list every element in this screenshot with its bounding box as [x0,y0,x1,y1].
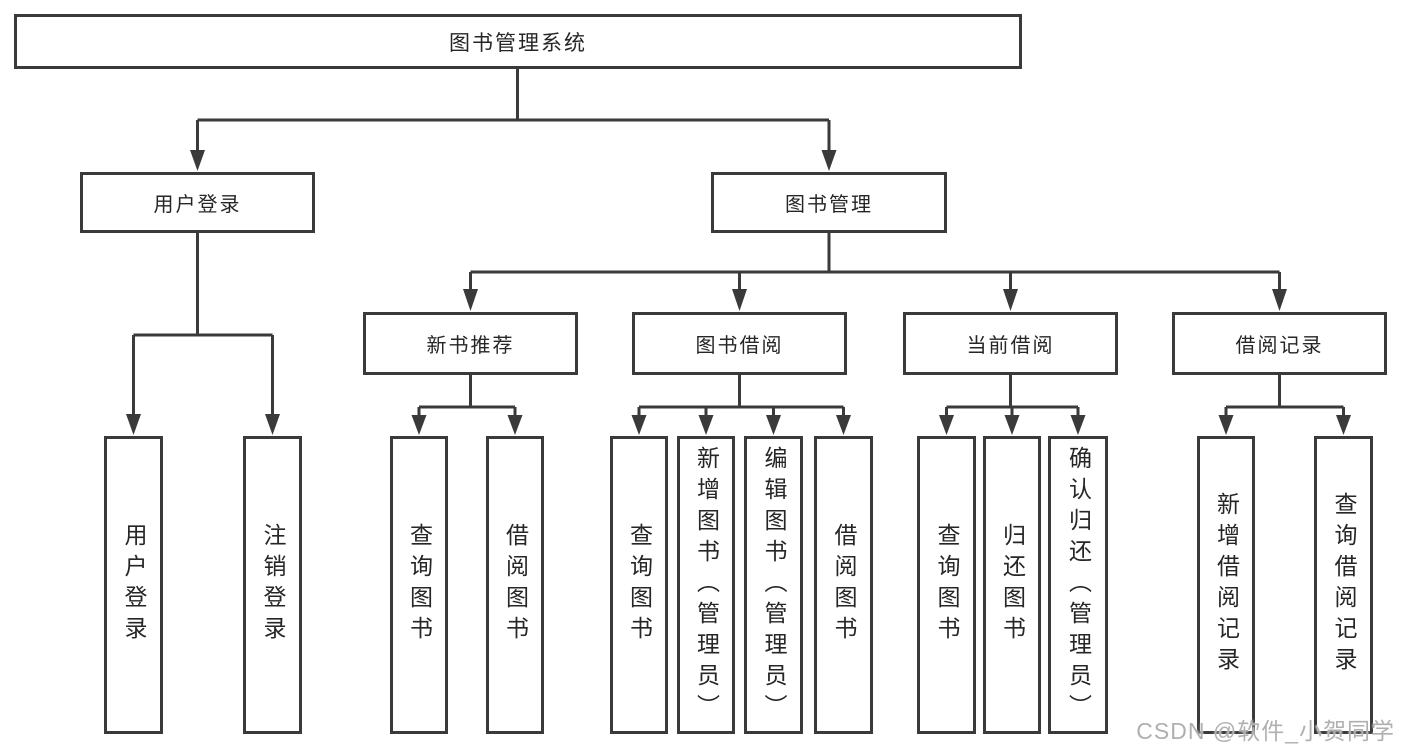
node-borrowing-records: 借阅记录 [1172,312,1387,375]
node-label: 确认归还（管理员） [1065,445,1092,725]
node-new-book-recommendation: 新书推荐 [363,312,578,375]
leaf-confirm-return-admin: 确认归还（管理员） [1048,436,1108,734]
node-label: 查询图书 [934,523,960,647]
leaf-borrow-books: 借阅图书 [814,436,873,734]
node-book-management: 图书管理 [711,172,947,233]
node-label: 借阅图书 [502,523,529,647]
node-label: 用户登录 [153,194,242,216]
node-label: 归还图书 [999,523,1026,647]
leaf-return-books: 归还图书 [983,436,1041,734]
leaf-new-borrow-record: 新增借阅记录 [1197,436,1255,734]
node-label: 查询图书 [626,523,653,647]
node-label: 图书管理 [785,194,873,216]
node-label: 借阅记录 [1235,335,1324,357]
node-label: 新书推荐 [426,335,515,357]
connector-path [132,68,1345,418]
node-book-borrowing: 图书借阅 [632,312,847,375]
leaf-query-books: 查询图书 [390,436,448,734]
arrowhead [126,150,1351,435]
leaf-logout-login: 注销登录 [243,436,302,734]
node-label: 查询图书 [406,523,433,647]
node-label: 编辑图书（管理员） [761,445,787,725]
node-label: 查询借阅记录 [1331,492,1357,678]
leaf-add-books-admin: 新增图书（管理员） [677,436,735,734]
node-label: 用户登录 [121,523,147,647]
leaf-borrow-books: 借阅图书 [486,436,544,734]
node-label: 当前借阅 [966,335,1055,357]
node-label: 图书借阅 [695,335,784,357]
leaf-query-books: 查询图书 [917,436,976,734]
leaf-query-borrow-record: 查询借阅记录 [1314,436,1373,734]
csdn-watermark: CSDN @软件_小贺同学 [1136,718,1395,744]
node-label: 新增借阅记录 [1213,492,1240,678]
node-label: 图书管理系统 [449,31,587,55]
node-label: 新增图书（管理员） [693,445,720,725]
leaf-edit-books-admin: 编辑图书（管理员） [744,436,803,734]
node-user-login-group: 用户登录 [80,172,315,233]
node-current-borrowing: 当前借阅 [903,312,1118,375]
node-label: 借阅图书 [831,523,857,647]
leaf-query-books: 查询图书 [610,436,668,734]
node-library-system: 图书管理系统 [14,14,1022,69]
leaf-user-login: 用户登录 [104,436,163,734]
node-label: 注销登录 [260,523,286,647]
